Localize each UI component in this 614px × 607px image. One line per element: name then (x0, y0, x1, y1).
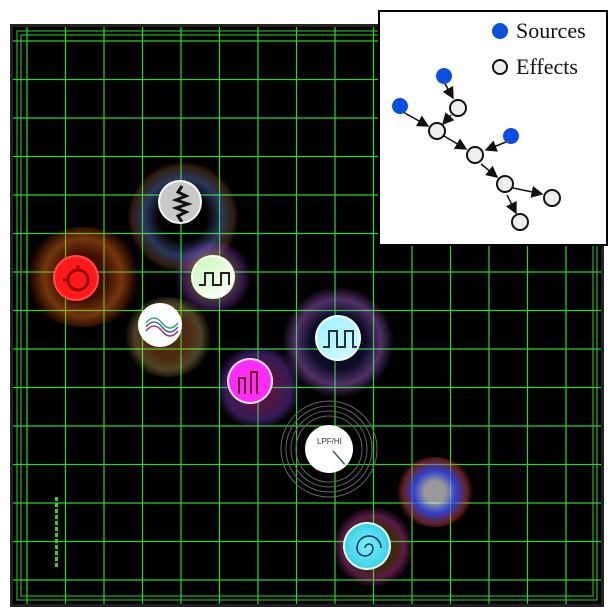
signal-graph-diagram (392, 68, 561, 231)
legend-sources-label: Sources (516, 18, 586, 43)
source-node-icon (392, 98, 408, 114)
spiral-icon (356, 535, 382, 557)
volume-slider[interactable] (55, 497, 58, 567)
effect-node-icon (449, 99, 467, 117)
ring-mod-node[interactable] (53, 255, 99, 301)
effect-node-icon (511, 213, 529, 231)
lowpass-filter-icon (332, 450, 348, 468)
square-wave-node[interactable] (191, 255, 235, 299)
spiral-node[interactable] (343, 522, 391, 570)
source-dot-icon (492, 23, 508, 39)
grid-border (16, 30, 598, 601)
magenta-pulse-node[interactable] (227, 358, 273, 404)
effect-node-icon (466, 146, 484, 164)
square-wave-icon (323, 330, 357, 348)
lowpass-filter-label: LPF/HI (317, 437, 342, 446)
noise-wave-icon (171, 185, 193, 222)
grid-border (20, 34, 594, 597)
graph-legend: Sources Effects (378, 10, 608, 246)
sine-ripple-icon (145, 317, 179, 337)
effect-dot-icon (492, 59, 508, 75)
effect-node-icon (428, 122, 446, 140)
source-node-icon (436, 68, 452, 84)
effect-node-icon (543, 189, 561, 207)
lowpass-filter-node[interactable]: LPF/HI (305, 425, 353, 473)
noise-node[interactable] (158, 180, 202, 224)
source-node-icon (503, 128, 519, 144)
legend-sources-row: Sources (492, 18, 586, 44)
pulse-node[interactable] (315, 315, 361, 361)
legend-effects-row: Effects (492, 54, 578, 80)
ring-mod-icon (63, 265, 90, 292)
square-wave-icon (199, 272, 230, 286)
legend-effects-label: Effects (516, 54, 578, 79)
effect-node-icon (496, 175, 514, 193)
sine-ripple-node[interactable] (138, 303, 182, 347)
pulse-icon (238, 371, 258, 394)
lowpass-rings (280, 400, 378, 498)
